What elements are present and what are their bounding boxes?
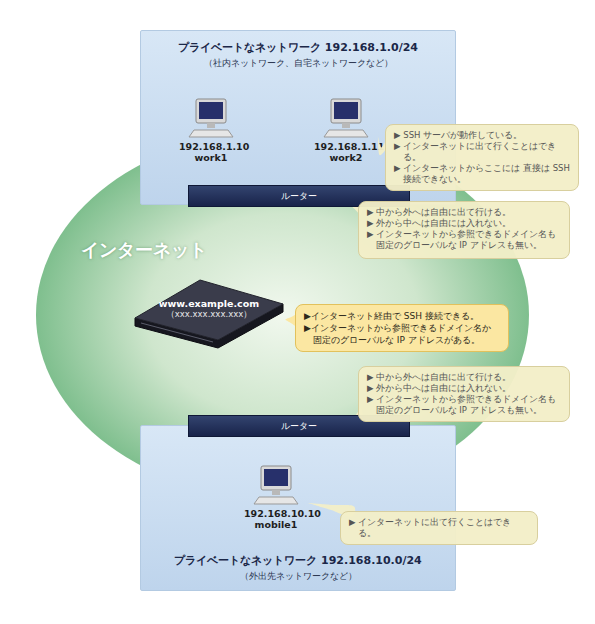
host-label: work1 [179, 152, 243, 163]
server-label: （xxx.xxx.xxx.xxx） [133, 309, 285, 321]
monitor-body [261, 466, 291, 490]
callout-tail [378, 131, 391, 155]
text-group: 192.168.1.10work1 [179, 141, 243, 163]
text-group: ▶ 中から外へは自由に出て行ける。▶ 外から中へは自由には入れない。▶ インター… [367, 372, 561, 416]
monitor-body [331, 99, 361, 123]
note-text: ▶ インターネットに出て行くことはできる。 [394, 141, 570, 163]
note-text: ▶ 外から中へは自由には入れない。 [367, 218, 561, 229]
text-group: 192.168.10.10mobile1 [244, 508, 308, 530]
zone-label: （外出先ネットワークなど） [141, 570, 455, 583]
note-text: ▶ インターネットから参照できるドメイン名も 固定のグローバルな IP アドレス… [367, 229, 561, 251]
server-label: www.example.com [133, 298, 285, 309]
computer-icon [323, 97, 369, 139]
computer-icon [188, 97, 234, 139]
callout-tail [356, 408, 364, 420]
text-group: ▶ 中から外へは自由に出て行ける。▶ 外から中へは自由には入れない。▶ インター… [367, 207, 561, 251]
note-text: ▶インターネット経由で SSH 接続できる。 [304, 310, 500, 322]
text-group: ▶ SSH サーバが動作している。▶ インターネットに出て行くことはできる。▶ … [394, 130, 570, 185]
monitor-stand [207, 123, 215, 128]
server-box: www.example.com（xxx.xxx.xxx.xxx） [133, 278, 285, 350]
monitor-screen [334, 102, 358, 119]
computer: 192.168.1.11work2 [314, 97, 378, 163]
text-group: 192.168.1.11work2 [314, 141, 378, 163]
text-group: インターネット [81, 238, 207, 262]
zone-label: プライベートなネットワーク 192.168.10.0/24 [141, 553, 455, 568]
text-group: ルーター [281, 190, 317, 203]
callout-tail [285, 313, 300, 327]
host-label: 192.168.1.10 [179, 141, 243, 152]
text-group: www.example.com（xxx.xxx.xxx.xxx） [133, 298, 285, 321]
callout-note: ▶ SSH サーバが動作している。▶ インターネットに出て行くことはできる。▶ … [385, 124, 579, 191]
note-text: ▶ 中から外へは自由に出て行ける。 [367, 372, 561, 383]
callout-note: ▶ インターネットに出て行くことはできる。 [340, 511, 538, 545]
monitor-body [196, 99, 226, 123]
host-label: work2 [314, 152, 378, 163]
text-group: ▶ インターネットに出て行くことはできる。 [349, 517, 529, 539]
monitor-screen [199, 102, 223, 119]
note-text: ▶ 外から中へは自由には入れない。 [367, 383, 561, 394]
network-zone: プライベートなネットワーク 192.168.10.0/24 （外出先ネットワークな… [140, 425, 456, 591]
computer-icon [253, 464, 299, 506]
callout-note: ▶ 中から外へは自由に出て行ける。▶ 外から中へは自由には入れない。▶ インター… [358, 201, 570, 259]
keyboard [254, 497, 298, 504]
zone-label: プライベートなネットワーク 192.168.1.0/24 [141, 40, 455, 55]
keyboard [324, 130, 368, 137]
router-label: ルーター [281, 420, 317, 433]
note-text: ▶ インターネットから参照できるドメイン名も 固定のグローバルな IP アドレス… [367, 394, 561, 416]
note-text: ▶ インターネットに出て行くことはできる。 [349, 517, 529, 539]
host-label: mobile1 [244, 519, 308, 530]
callout-note: ▶ 中から外へは自由に出て行ける。▶ 外から中へは自由には入れない。▶ インター… [358, 366, 570, 422]
router-label: ルーター [281, 190, 317, 203]
server-edge [141, 323, 213, 342]
internet-label: インターネット [81, 238, 207, 262]
note-text: ▶ 中から外へは自由に出て行ける。 [367, 207, 561, 218]
callout-note: ▶インターネット経由で SSH 接続できる。▶インターネットから参照できるドメイ… [295, 304, 509, 352]
text-group: ▶インターネット経由で SSH 接続できる。▶インターネットから参照できるドメイ… [304, 310, 500, 346]
monitor-screen [264, 469, 288, 486]
host-label: 192.168.10.10 [244, 508, 308, 519]
host-label: 192.168.1.11 [314, 141, 378, 152]
callout-tail [308, 503, 355, 517]
note-text: ▶ インターネットからここには 直接は SSH 接続できない。 [394, 163, 570, 185]
computer: 192.168.1.10work1 [179, 97, 243, 163]
monitor-stand [342, 123, 350, 128]
keyboard [189, 130, 233, 137]
computer: 192.168.10.10mobile1 [244, 464, 308, 530]
text-group: プライベートなネットワーク 192.168.10.0/24 （外出先ネットワークな… [141, 553, 455, 583]
monitor-stand [272, 490, 280, 495]
callout-tail [352, 203, 363, 215]
zone-label: （社内ネットワーク、自宅ネットワークなど） [141, 57, 455, 70]
text-group: ルーター [281, 420, 317, 433]
text-group: プライベートなネットワーク 192.168.1.0/24 （社内ネットワーク、自宅… [141, 40, 455, 70]
note-text: ▶ SSH サーバが動作している。 [394, 130, 570, 141]
note-text: ▶インターネットから参照できるドメイン名か 固定のグローバルな IP アドレスが… [304, 322, 500, 346]
